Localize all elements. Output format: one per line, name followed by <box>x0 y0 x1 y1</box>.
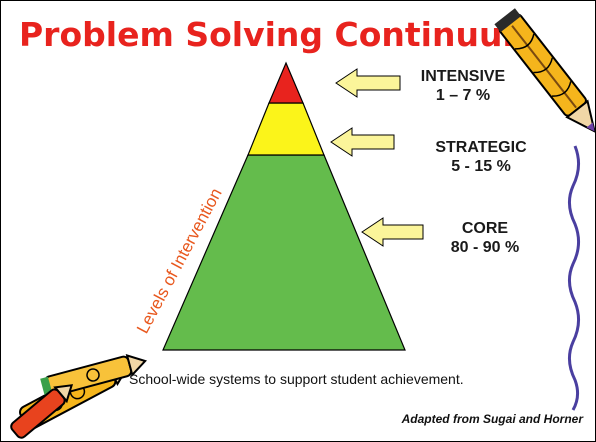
squiggle-line-icon <box>568 145 580 411</box>
crayons-icon <box>10 354 147 439</box>
tier-label-strategic: STRATEGIC 5 - 15 % <box>419 138 543 176</box>
arrow-intensive <box>335 68 401 98</box>
pencil-icon <box>494 8 595 134</box>
tier-name: CORE <box>461 220 509 237</box>
tier-name: STRATEGIC <box>435 139 527 156</box>
diagram-caption: School-wide systems to support student a… <box>129 371 464 387</box>
tier-range: 80 - 90 % <box>450 239 520 256</box>
source-credit: Adapted from Sugai and Horner <box>401 412 583 426</box>
tier-intensive-shape <box>268 61 304 104</box>
tier-range: 5 - 15 % <box>451 158 511 175</box>
tier-strategic-shape <box>247 102 325 156</box>
tier-range: 1 – 7 % <box>435 87 491 104</box>
tier-label-intensive: INTENSIVE 1 – 7 % <box>405 67 521 105</box>
tier-name: INTENSIVE <box>420 68 506 85</box>
slide-title: Problem Solving Continuum <box>19 15 537 54</box>
arrow-strategic <box>330 127 395 157</box>
tier-core-shape <box>162 154 406 351</box>
tier-label-core: CORE 80 - 90 % <box>433 219 537 257</box>
arrow-core <box>361 217 424 247</box>
